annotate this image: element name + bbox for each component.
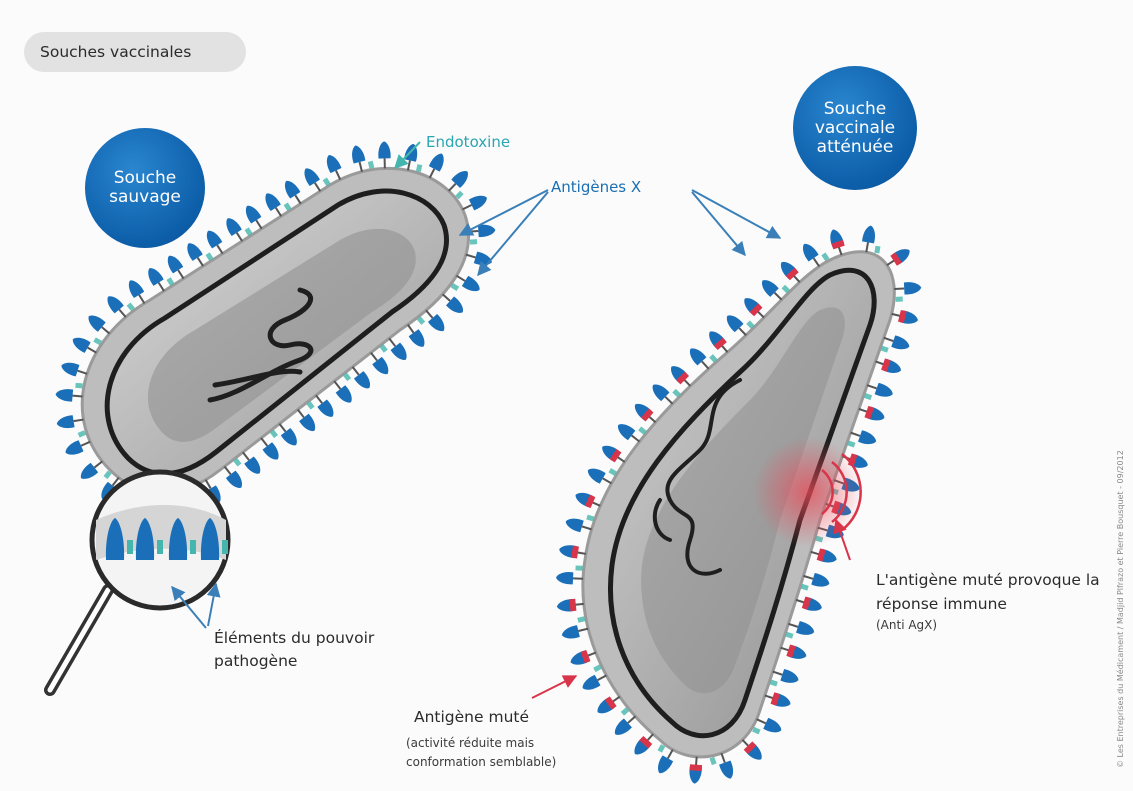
label-immune-response-main: L'antigène muté provoque la réponse immu… bbox=[876, 571, 1100, 613]
antigen-spike bbox=[827, 228, 847, 258]
badge-attenuated-strain: Souche vaccinale atténuée bbox=[793, 66, 917, 190]
antigen-spike bbox=[794, 594, 823, 614]
badge-wild-line-1: Souche bbox=[114, 169, 177, 188]
label-pathogenic-elements: Éléments du pouvoir pathogène bbox=[214, 627, 404, 673]
antigen-spike bbox=[890, 308, 919, 326]
badge-attenuated-line-3: atténuée bbox=[817, 138, 894, 157]
antigen-spike bbox=[468, 224, 496, 245]
credit-text: © Les Entreprises du Médicament / Madjid… bbox=[1116, 450, 1125, 768]
antigen-spike bbox=[894, 281, 922, 301]
label-mutated-antigen-sub: (activité réduite mais conformation semb… bbox=[406, 734, 566, 772]
magnifier-glass bbox=[50, 472, 228, 690]
antigen-spike bbox=[809, 546, 838, 566]
immune-response-glow bbox=[753, 437, 863, 547]
badge-wild-line-2: sauvage bbox=[109, 188, 181, 207]
badge-wild-strain: Souche sauvage bbox=[85, 128, 205, 248]
label-antigens-x: Antigènes X bbox=[551, 178, 641, 196]
antigen-spike bbox=[558, 543, 587, 560]
antigen-spike bbox=[779, 642, 808, 662]
antigen-spike bbox=[378, 141, 391, 168]
antigen-spike bbox=[860, 225, 884, 255]
badge-attenuated-line-2: vaccinale bbox=[815, 119, 895, 138]
antigen-spike bbox=[464, 249, 493, 268]
label-endotoxin: Endotoxine bbox=[426, 133, 510, 151]
antigen-spike bbox=[55, 381, 84, 402]
label-mutated-antigen: Antigène muté bbox=[414, 708, 529, 726]
antigen-spike bbox=[56, 413, 85, 429]
antigen-spike bbox=[59, 360, 88, 380]
antigen-spike bbox=[556, 598, 584, 613]
antigen-spike bbox=[556, 565, 584, 585]
label-immune-response: L'antigène muté provoque la réponse immu… bbox=[876, 568, 1116, 634]
antigen-spike bbox=[688, 756, 702, 784]
badge-attenuated-line-1: Souche bbox=[824, 100, 887, 119]
label-immune-response-sub: (Anti AgX) bbox=[876, 616, 1116, 634]
